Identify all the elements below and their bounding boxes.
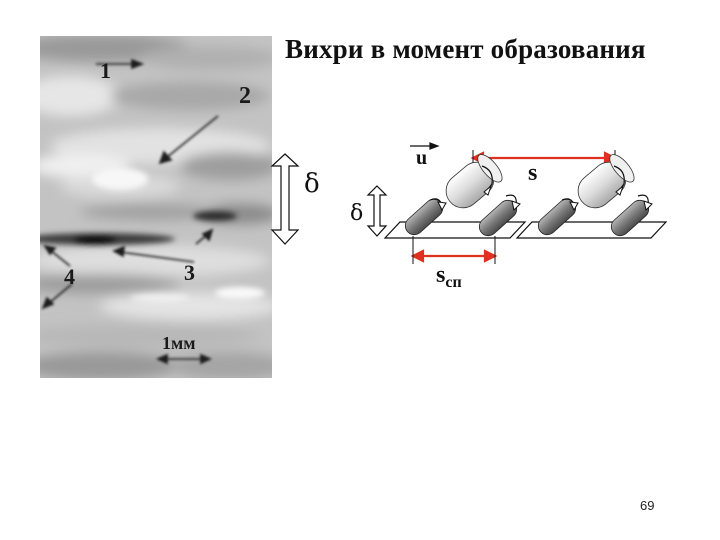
vortex-height-arrow: [366, 185, 388, 237]
delta-small-label: δ: [350, 201, 363, 226]
page-number: 69: [640, 498, 655, 513]
spacing-label: s: [528, 160, 537, 186]
slide-title: Вихри в момент образования: [285, 34, 646, 64]
velocity-arrow: [410, 142, 440, 150]
velocity-label: u: [416, 147, 427, 169]
photo-label-3: 3: [184, 260, 195, 285]
delta-large-label: δ: [304, 169, 320, 199]
vortex-scheme-diagram: δ δ u s: [270, 142, 668, 291]
vortex-pair-2: [537, 154, 653, 237]
flow-visualization-photo: 1 2 3 4 1мм: [40, 36, 272, 378]
upper-vortex-2: [577, 154, 635, 209]
wall-spacing-subscript: сп: [445, 274, 461, 291]
svg-text:sсп: sсп: [436, 262, 462, 291]
scale-bar-label: 1мм: [162, 333, 196, 353]
photo-label-4: 4: [64, 264, 75, 289]
wall-spacing-label: s: [436, 262, 445, 288]
upper-vortex-1: [445, 154, 503, 209]
photo-label-1: 1: [100, 58, 111, 83]
vortex-pair-1: [404, 154, 521, 237]
wall-vortex-spacing-arrow: [410, 249, 498, 263]
vortex-spacing-arrow: [470, 151, 618, 165]
boundary-layer-thickness-arrow: [270, 153, 300, 245]
photo-label-2: 2: [239, 83, 251, 109]
